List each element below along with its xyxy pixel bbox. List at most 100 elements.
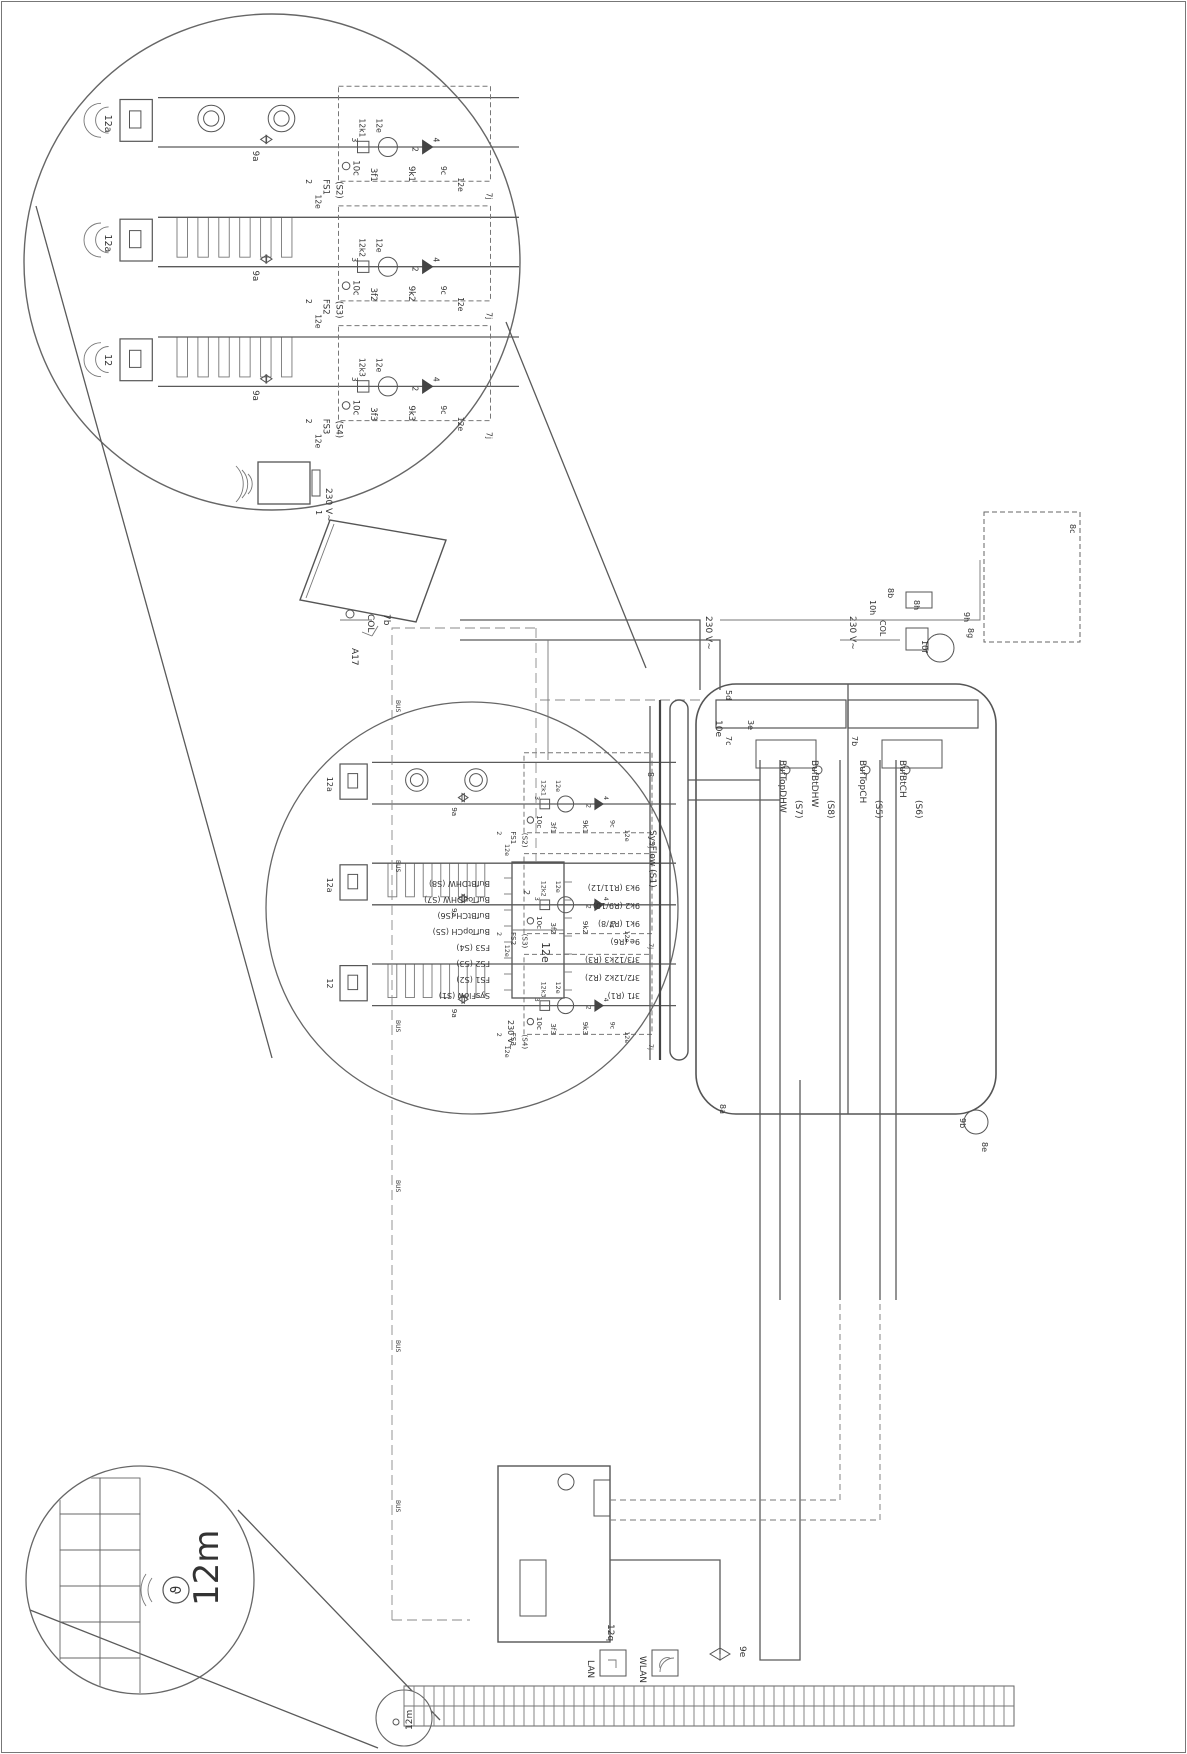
tank-component-label: 9b	[958, 1118, 967, 1128]
tank-sensor-label: BufBtCH	[897, 760, 907, 798]
collector-cable: 7b	[381, 614, 391, 626]
flow-sensor-icon	[341, 281, 351, 291]
tank-component-label: 7b	[850, 736, 859, 746]
svg-text:ϑ: ϑ	[169, 1586, 185, 1595]
valve-9c-label: 9c	[608, 921, 616, 929]
wire-label: 2	[584, 905, 592, 909]
fill-group-label: 8h	[912, 600, 921, 610]
bus-label: 12e	[375, 119, 384, 134]
check-valve-label: 10c	[535, 916, 544, 929]
wire-label: 4	[432, 257, 441, 262]
mixer-label: 9k2	[581, 921, 590, 934]
valve-9a-label: 9a	[250, 271, 260, 282]
pump-icon	[377, 137, 398, 157]
wire-label: 2	[304, 419, 313, 424]
room-controller-icon	[119, 98, 153, 142]
controller-label: 12a	[325, 878, 334, 893]
tank-sensor-label: BufTopCH	[857, 760, 867, 803]
flow-sensor-icon	[526, 917, 535, 925]
pump-icon	[557, 795, 575, 813]
zoom-circle-zones	[23, 13, 647, 1059]
pipe-boiler-return	[610, 1300, 881, 1521]
port-label: 7j	[485, 193, 494, 200]
detail-label-1: 1	[314, 510, 323, 515]
module-output-label: 9e (R6)	[611, 937, 640, 946]
wire-label: 3	[350, 138, 359, 143]
bus-label: 12e	[554, 982, 562, 994]
tank-component-label: 7c	[724, 736, 733, 746]
valve-icon	[457, 792, 469, 803]
check-valve-label: 10c	[351, 400, 361, 416]
separator-valve-label: 10e	[713, 720, 723, 737]
floor-tile-strip	[403, 1685, 1015, 1727]
fill-group-label: COL	[878, 620, 887, 637]
bus-label: 12e	[503, 1046, 511, 1058]
wire-label: 2	[411, 386, 420, 391]
module-input-label: FS1 (S2)	[456, 975, 490, 984]
mixing-group-frame	[523, 752, 653, 834]
valve-icon	[457, 994, 469, 1005]
bus-label: 12e	[456, 417, 465, 432]
bus-label: 12e	[456, 297, 465, 312]
radiator-icon	[464, 768, 488, 792]
controller-display-icon	[347, 873, 359, 890]
room-sensor-icon: ϑ	[140, 1573, 190, 1607]
bus-text-label: BUS	[394, 1500, 401, 1513]
mixing-group-frame	[523, 953, 653, 1035]
network-icons: LAN WLAN	[585, 1649, 679, 1683]
flow-sensor-label: FS3	[509, 1033, 518, 1046]
pump-icon	[557, 896, 575, 914]
mixer-valve-icon	[594, 797, 604, 811]
bus-label: 12e	[503, 945, 511, 957]
lan-label: LAN	[585, 1660, 595, 1678]
controller-label: 12a	[325, 777, 334, 792]
relay-label: 12k3	[357, 358, 366, 377]
bus-label: 12e	[375, 238, 384, 253]
wireless-controller: 230 V~ 1	[235, 461, 333, 522]
wire-label: 4	[602, 998, 610, 1002]
valve-9c-label: 9c	[608, 1022, 616, 1030]
zone-circle-main	[265, 701, 679, 1115]
zoom-ceiling-label: 12m	[187, 1530, 227, 1606]
room-controller-icon	[339, 964, 368, 1002]
pipe-main	[759, 760, 801, 1661]
mixer-label: 9k3	[406, 405, 416, 421]
valve-icon	[259, 254, 273, 265]
sysflow-sensor-label: SysFlow (S1)	[647, 830, 657, 888]
pipe-diverter	[610, 1559, 721, 1654]
mixer-valve-icon	[422, 378, 434, 394]
pump-label: 3f1	[368, 168, 378, 182]
mixer-label: 9k2	[406, 286, 416, 302]
boiler-label: 12q	[605, 1624, 615, 1641]
control-module-12e: 12e	[511, 861, 565, 999]
module-input-label: BufBtDHW (S8)	[429, 879, 490, 888]
valve-9a-label: 9a	[250, 390, 260, 401]
valve-9c-label: 9c	[439, 166, 448, 175]
wire-label: 2	[411, 267, 420, 272]
fill-group-label: 9h	[962, 612, 971, 622]
wire-label: 2	[304, 179, 313, 184]
bus-label: 12e	[314, 195, 323, 210]
check-valve-icon	[357, 140, 370, 154]
relay-label: 12k2	[540, 881, 548, 897]
module-output-label: 9k2 (R9/10)	[593, 901, 640, 910]
port-label: 7j	[485, 312, 494, 319]
controller-label: 12a	[102, 234, 113, 252]
fill-group	[905, 511, 1081, 1135]
tank-component-label: 8e	[980, 1142, 989, 1152]
valve-9c-label: 9c	[439, 405, 448, 414]
check-valve-icon	[357, 260, 370, 273]
buffer-tank	[695, 683, 997, 1115]
pump-label: 3f3	[549, 1023, 558, 1035]
mixing-group-frame	[338, 85, 491, 182]
bus-label: 12e	[623, 930, 631, 942]
bus-text-label: BUS	[394, 1340, 401, 1353]
pump-icon	[377, 256, 398, 277]
tank-sensor-label: (S5)	[873, 800, 883, 818]
pump-icon	[557, 997, 575, 1015]
room-controller-icon	[339, 763, 368, 800]
